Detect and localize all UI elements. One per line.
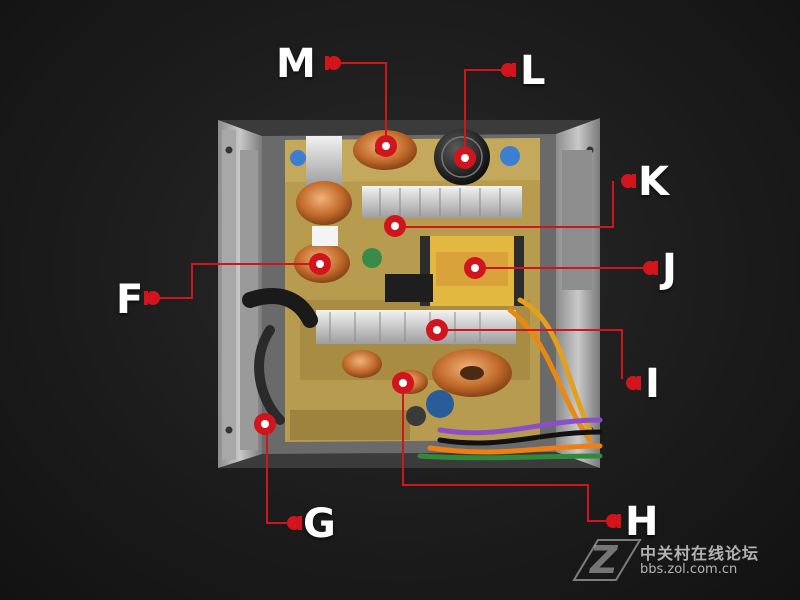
marker-dot-f <box>309 253 331 275</box>
output-cable-bundle <box>242 288 603 461</box>
zol-logo <box>572 539 642 581</box>
label-g: G <box>303 501 336 547</box>
label-f: F <box>116 277 144 323</box>
label-i: I <box>645 361 660 407</box>
label-l: L <box>520 48 546 94</box>
callout-markers <box>254 135 486 435</box>
marker-dot-l <box>454 147 476 169</box>
marker-dot-g <box>254 413 276 435</box>
watermark-logo-letter: Z <box>590 538 618 582</box>
watermark-url: bbs.zol.com.cn <box>640 562 738 577</box>
label-k: K <box>638 159 669 205</box>
pointer-lines <box>159 62 645 524</box>
marker-dot-m <box>375 135 397 157</box>
label-pin-i <box>626 376 641 390</box>
label-h: H <box>625 499 659 545</box>
capacitors <box>290 129 520 426</box>
label-pin-k <box>621 174 636 188</box>
watermark-site-name: 中关村在线论坛 <box>640 544 760 563</box>
marker-dot-i <box>426 319 448 341</box>
label-pin-m <box>325 56 341 70</box>
marker-dot-k <box>384 215 406 237</box>
label-pin-l <box>501 63 516 77</box>
label-pins <box>144 56 658 530</box>
label-m: M <box>276 41 316 87</box>
heatsinks <box>306 136 522 344</box>
label-pin-h <box>606 514 621 528</box>
label-j: J <box>662 246 677 292</box>
label-pin-f <box>144 291 160 305</box>
label-pin-g <box>287 516 302 530</box>
marker-dot-h <box>392 372 414 394</box>
marker-dot-j <box>464 257 486 279</box>
label-pin-j <box>643 261 658 275</box>
